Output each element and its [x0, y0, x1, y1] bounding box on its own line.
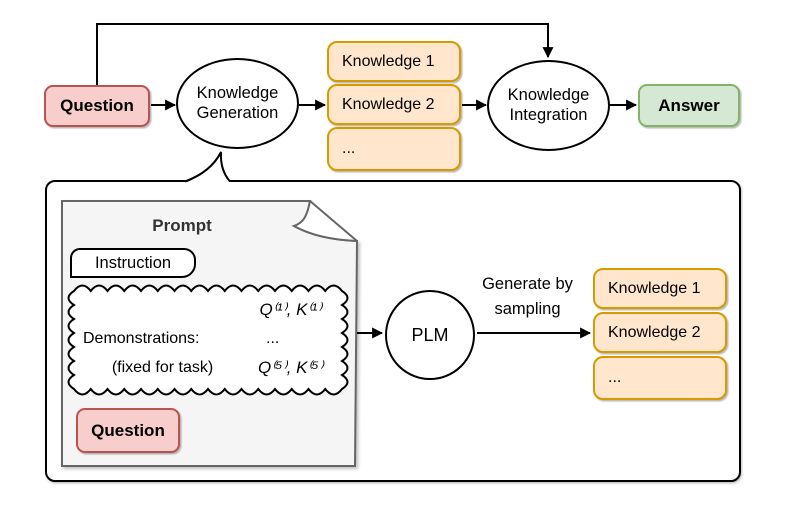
arrow-question-to-integration: [96, 23, 554, 85]
page-curl-icon: [293, 200, 358, 242]
instruction-label: Instruction: [94, 253, 172, 272]
generate-by-sampling-line1: Generate by: [482, 275, 573, 293]
generated-knowledge-2: Knowledge 2: [593, 312, 727, 353]
question-node: Question: [44, 85, 150, 127]
knowledge-generation-line1: Knowledge: [196, 84, 279, 103]
generated-knowledge-1: Knowledge 1: [593, 268, 727, 309]
demos-ellipsis: ...: [266, 329, 280, 347]
knowledge-integration-line2: Integration: [509, 105, 588, 124]
callout-tail-fill: [185, 152, 230, 183]
prompt-question-label: Question: [91, 420, 165, 440]
knowledge-list-bottom: Knowledge 1 Knowledge 2 ...: [593, 268, 727, 400]
plm-node: PLM: [385, 290, 475, 380]
demos-note: (fixed for task): [111, 359, 214, 377]
generated-knowledge-1-label: Knowledge 1: [608, 279, 701, 297]
knowledge-item-more: ...: [327, 127, 461, 171]
demos-pair-5: Q⁽⁵⁾, K⁽⁵⁾: [257, 358, 323, 378]
answer-label: Answer: [658, 95, 720, 115]
generated-knowledge-more: ...: [593, 356, 727, 400]
knowledge-item-1-label: Knowledge 1: [342, 52, 435, 70]
knowledge-generation-node: Knowledge Generation: [176, 58, 299, 149]
demos-label: Demonstrations:: [83, 329, 200, 347]
demonstrations-node: Q⁽¹⁾, K⁽¹⁾ Demonstrations: ... (fixed fo…: [73, 289, 343, 391]
plm-label: PLM: [411, 324, 449, 345]
callout-tail-outline: [184, 151, 231, 183]
knowledge-item-more-label: ...: [342, 140, 356, 157]
knowledge-list-top: Knowledge 1 Knowledge 2 ...: [327, 41, 461, 171]
knowledge-item-2-label: Knowledge 2: [342, 95, 435, 113]
generate-by-sampling-line2: sampling: [494, 299, 561, 318]
knowledge-item-2: Knowledge 2: [327, 84, 461, 125]
knowledge-generation-line2: Generation: [196, 103, 279, 122]
knowledge-item-1: Knowledge 1: [327, 41, 461, 82]
generate-by-sampling-label: Generate by sampling: [450, 272, 605, 322]
instruction-node: Instruction: [70, 248, 196, 278]
generated-knowledge-more-label: ...: [608, 369, 622, 386]
answer-node: Answer: [638, 84, 740, 127]
knowledge-integration-line1: Knowledge: [507, 86, 590, 105]
generated-knowledge-2-label: Knowledge 2: [608, 323, 701, 341]
prompt-title: Prompt: [152, 216, 212, 235]
demonstrations-wavy-border: [67, 284, 349, 396]
question-label: Question: [60, 96, 134, 115]
prompt-question-node: Question: [76, 408, 180, 453]
knowledge-integration-node: Knowledge Integration: [487, 60, 610, 151]
demos-pair-1: Q⁽¹⁾, K⁽¹⁾: [259, 299, 322, 319]
